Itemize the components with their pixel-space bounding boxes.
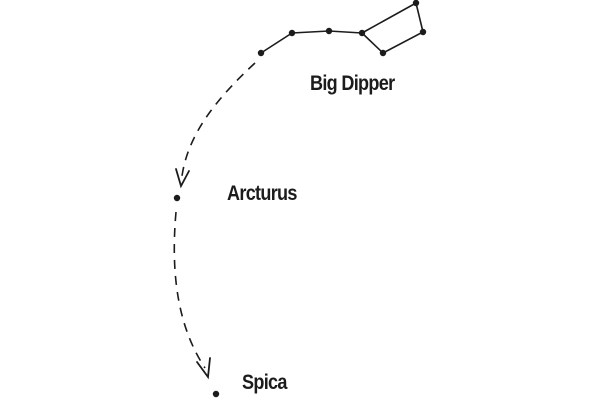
big-dipper-handle-line — [260, 30, 363, 54]
star-arcturus — [173, 194, 181, 202]
star-spica — [212, 390, 220, 398]
star-mizar — [288, 29, 296, 37]
arc-to-arcturus — [181, 62, 256, 177]
arrowhead-arcturus-icon — [175, 168, 190, 189]
star-phecda — [379, 49, 387, 57]
big-dipper-constellation — [260, 1, 424, 54]
star-megrez — [358, 29, 366, 37]
big-dipper-bowl-outline — [360, 1, 424, 54]
big-dipper-stars — [257, 0, 427, 57]
star-merak — [419, 28, 427, 36]
big-dipper-label: Big Dipper — [310, 72, 395, 95]
star-dubhe — [412, 0, 420, 7]
star-alioth — [325, 27, 333, 35]
arrowhead-spica-icon — [196, 357, 211, 380]
spica-label: Spica — [242, 371, 287, 394]
arc-to-spica — [173, 211, 206, 369]
arcturus-label: Arcturus — [227, 182, 297, 205]
star-alkaid — [257, 49, 265, 57]
